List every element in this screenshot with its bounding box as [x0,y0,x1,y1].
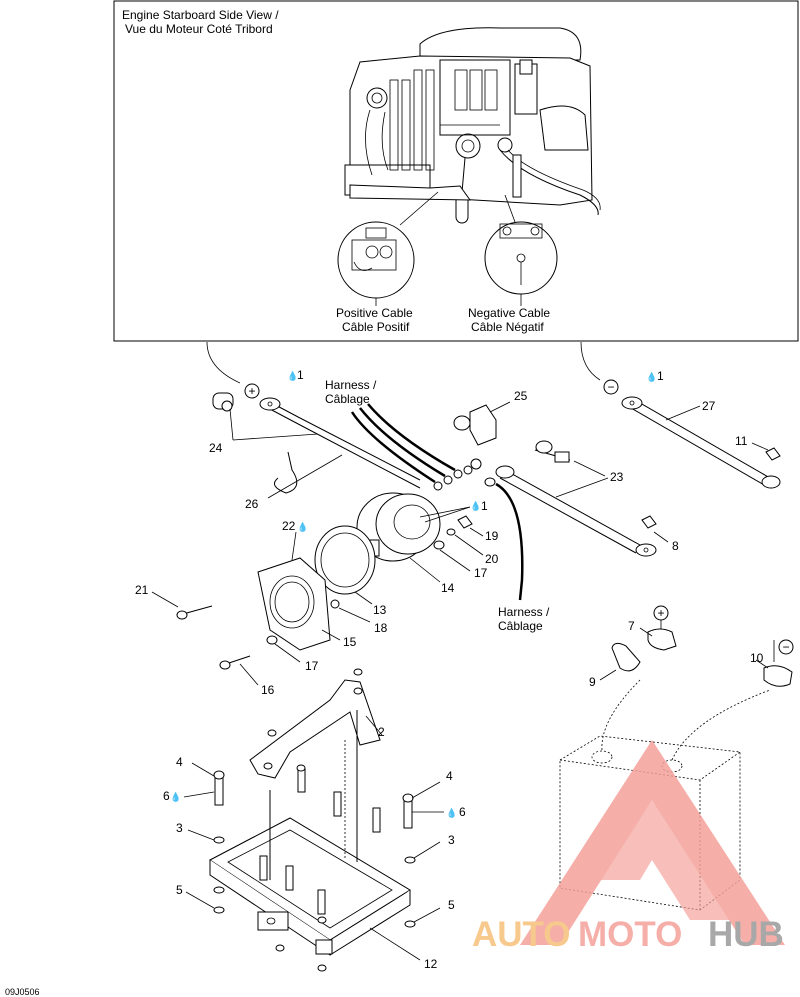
callout-26: 26 [245,497,259,511]
callout-5a: 5 [176,883,183,897]
hardware-bolts: 4 6 💧 3 5 4 💧 6 3 5 [163,668,466,972]
harness-bottom: Harness / Câblage [484,477,550,633]
callout-1b: 1 [481,499,488,513]
callout-8: 8 [672,539,679,553]
callout-15: 15 [343,635,357,649]
callout-12: 12 [424,957,438,971]
callout-21: 21 [135,583,149,597]
callout-9: 9 [589,675,596,689]
part-25: 25 [453,389,528,446]
callout-17b: 17 [305,659,319,673]
plus-sign-left: + [248,384,255,398]
callout-22: 22 [282,519,296,533]
callout-20: 20 [485,552,499,566]
callout-18: 18 [374,621,388,635]
callout-1a: 1 [297,368,304,382]
engine-inset: Engine Starboard Side View / Vue du Mote… [113,0,799,342]
harness-top-en: Harness / [325,378,377,392]
cover-15: 22 💧 15 18 [257,519,388,651]
callout-3b: 3 [448,833,455,847]
logo-text-auto: AUTO [472,915,571,954]
inset-title-fr: Vue du Moteur Coté Tribord [125,22,273,36]
inset-frame [113,0,799,342]
positive-detail: Positive Cable Câble Positif [336,191,439,334]
inset-title-en: Engine Starboard Side View / [122,8,279,22]
callout-4b: 4 [446,769,453,783]
callout-4a: 4 [176,755,183,769]
harness-top-fr: Câblage [325,392,370,406]
callout-27: 27 [702,399,716,413]
positive-cable-assembly: + 💧 1 24 26 [209,368,421,511]
logo-text-moto: MOTO [578,915,682,954]
drop-icon-1a: 💧 [287,370,298,381]
automotohub-logo: AUTO MOTO HUB [472,740,785,954]
cable-23: 23 8 [495,440,679,557]
plus-sign-terminal: + [657,606,664,620]
callout-11: 11 [735,434,748,448]
callout-7: 7 [628,619,635,633]
negative-cable-en: Negative Cable [468,306,550,320]
positive-cable-en: Positive Cable [336,306,413,320]
callout-14: 14 [441,581,455,595]
callout-5b: 5 [448,898,455,912]
minus-sign-terminal: − [782,640,789,654]
callout-6b: 6 [459,805,466,819]
callout-1c: 1 [657,369,664,383]
callout-2: 2 [378,725,385,739]
callout-19: 19 [485,529,499,543]
screws-left: 21 16 17 [135,583,319,697]
drop-icon-6a: 💧 [170,791,181,802]
inset-leader-left [206,341,241,384]
figure-code: 09J0506 [5,987,40,997]
battery-tray-12: 12 [209,710,438,971]
callout-23: 23 [610,470,624,484]
harness-bottom-fr: Câblage [498,619,543,633]
drop-icon-1c: 💧 [646,371,657,382]
negative-cable-fr: Câble Négatif [471,320,544,334]
bracket-2: 2 [249,679,385,779]
harness-bottom-en: Harness / [498,605,550,619]
drop-icon-22: 💧 [297,521,308,532]
solenoid-assembly: 14 💧 1 19 20 17 [356,492,499,595]
engine-drawing [344,27,601,224]
callout-10: 10 [750,651,764,665]
callout-13: 13 [373,603,387,617]
drop-icon-1b: 💧 [470,500,481,511]
positive-cable-fr: Câble Positif [342,320,410,334]
minus-sign-right: − [607,380,614,394]
battery-terminals: + 7 9 − 10 [589,605,794,689]
logo-text-hub: HUB [708,915,784,954]
negative-cable-assembly: − 💧 1 27 11 [603,369,781,489]
callout-16: 16 [261,683,275,697]
callout-17a: 17 [474,566,488,580]
drop-icon-6b: 💧 [446,807,457,818]
gasket-13: 13 [314,525,387,617]
plus-symbol-left [244,383,260,399]
callout-6a: 6 [163,789,170,803]
inset-leader-right [580,341,601,381]
callout-25: 25 [514,389,528,403]
harness-top: Harness / Câblage [325,378,482,491]
callout-3a: 3 [176,821,183,835]
minus-symbol-right [603,379,619,395]
negative-detail: Negative Cable Câble Négatif [468,194,558,334]
callout-24: 24 [209,441,223,455]
